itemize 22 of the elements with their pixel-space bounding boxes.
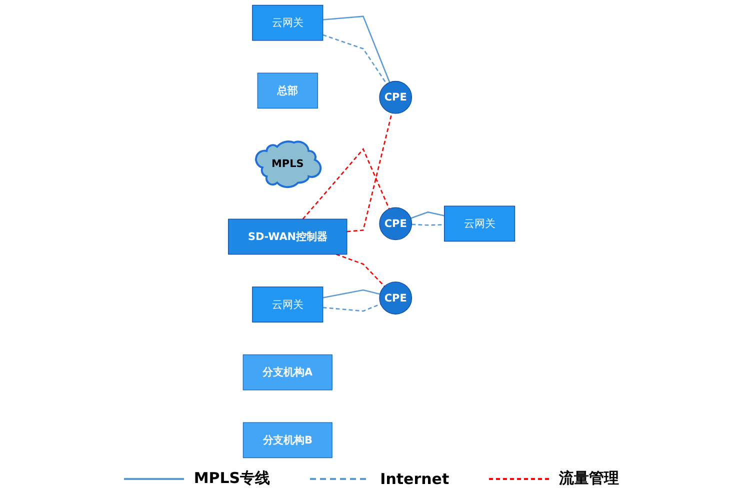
node-box: 云网关 (252, 286, 324, 322)
connector (336, 254, 385, 287)
node-circle: CPE (379, 282, 412, 314)
connector (322, 303, 381, 312)
node-box: 分支机构A (242, 354, 332, 390)
connector (322, 34, 388, 84)
connector (412, 224, 444, 226)
node-box: 云网关 (252, 4, 324, 41)
node-circle: CPE (379, 207, 412, 240)
node-box: 云网关 (444, 206, 516, 242)
node-circle: CPE (379, 80, 412, 114)
connector (410, 211, 444, 219)
legend-label: 流量管理 (559, 469, 620, 488)
node-box: 分支机构B (242, 422, 332, 458)
node-box: SD-WAN控制器 (228, 218, 348, 255)
connector (322, 289, 380, 298)
connector (322, 16, 390, 83)
connector (302, 148, 390, 220)
connector (346, 112, 392, 232)
legend-label: Internet (380, 470, 450, 488)
node-box: 总部 (257, 72, 318, 109)
legend-label: MPLS专线 (194, 469, 270, 488)
